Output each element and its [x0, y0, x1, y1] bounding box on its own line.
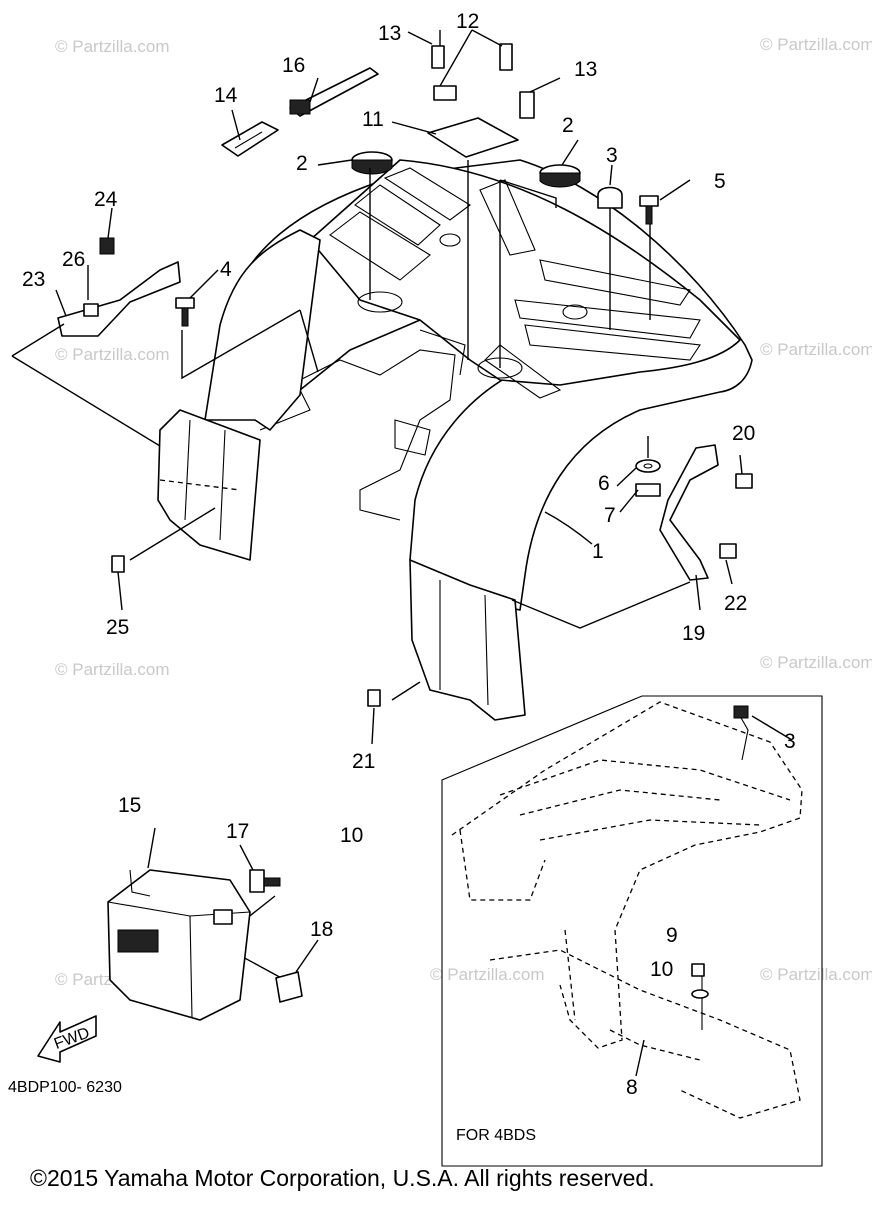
callout-2: 2: [562, 114, 574, 137]
cap-part: [597, 186, 623, 209]
label-part: [431, 45, 445, 69]
rear-fender-part: [157, 159, 753, 721]
callout-9: 9: [666, 924, 678, 947]
label-part: [519, 91, 535, 119]
callout-16: 16: [282, 54, 305, 77]
bolt-part: [639, 195, 659, 207]
callout-20: 20: [732, 422, 755, 445]
callout-18: 18: [310, 918, 333, 941]
washer-part: [635, 459, 661, 473]
copyright-notice: ©2015 Yamaha Motor Corporation, U.S.A. A…: [30, 1165, 655, 1191]
callout-23: 23: [22, 268, 45, 291]
bracket-part: [659, 444, 719, 581]
callout-13: 13: [378, 22, 401, 45]
inset-label: FOR 4BDS: [456, 1127, 536, 1144]
callout-6: 6: [598, 472, 610, 495]
label-part: [433, 85, 457, 101]
callout-8: 8: [626, 1076, 638, 1099]
watermark: © Partzilla.com: [55, 37, 170, 56]
watermark: © Partzilla.com: [760, 340, 872, 359]
watermark: © Partzilla.com: [760, 653, 872, 672]
small-parts: [57, 43, 753, 707]
callout-15: 15: [118, 794, 141, 817]
bolt-part: [175, 297, 195, 309]
callout-21: 21: [352, 750, 375, 773]
callout-19: 19: [682, 622, 705, 645]
callout-22: 22: [724, 592, 747, 615]
nut-part: [635, 483, 661, 497]
callout-3: 3: [606, 144, 618, 167]
callout-13: 13: [574, 58, 597, 81]
callout-14: 14: [214, 84, 238, 107]
callout-26: 26: [62, 248, 85, 271]
callout-10: 10: [340, 824, 363, 847]
leader-lines: [11, 29, 793, 1077]
callout-11: 11: [362, 108, 384, 131]
forward-arrow-icon: FWD: [37, 1015, 97, 1063]
watermark: © Partzilla.com: [55, 660, 170, 679]
callout-1: 1: [592, 540, 604, 563]
label-part: [499, 43, 513, 71]
callout-12: 12: [456, 10, 479, 33]
callout-3: 3: [784, 730, 796, 753]
callout-7: 7: [604, 504, 616, 527]
watermark: © Partzilla.com: [430, 965, 545, 984]
watermark: © Partzilla.com: [760, 35, 872, 54]
diagram-code: 4BDP100- 6230: [8, 1079, 122, 1096]
callout-4: 4: [220, 258, 232, 281]
callout-24: 24: [94, 188, 118, 211]
callout-labels: 1 2 2 3 3 4 5 6 7 8 9 10 10 11 12 13 13 …: [22, 10, 796, 1099]
callout-25: 25: [106, 616, 129, 639]
inset-4bds: FOR 4BDS: [441, 695, 823, 1167]
watermark: © Partzilla.com: [55, 345, 170, 364]
bracket-part: [57, 261, 181, 337]
callout-2: 2: [296, 152, 308, 175]
watermark: © Partzilla.com: [760, 965, 872, 984]
callout-10: 10: [650, 958, 673, 981]
label-part: [427, 117, 519, 158]
callout-5: 5: [714, 170, 726, 193]
callout-17: 17: [226, 820, 249, 843]
storage-box-part: [107, 869, 303, 1021]
